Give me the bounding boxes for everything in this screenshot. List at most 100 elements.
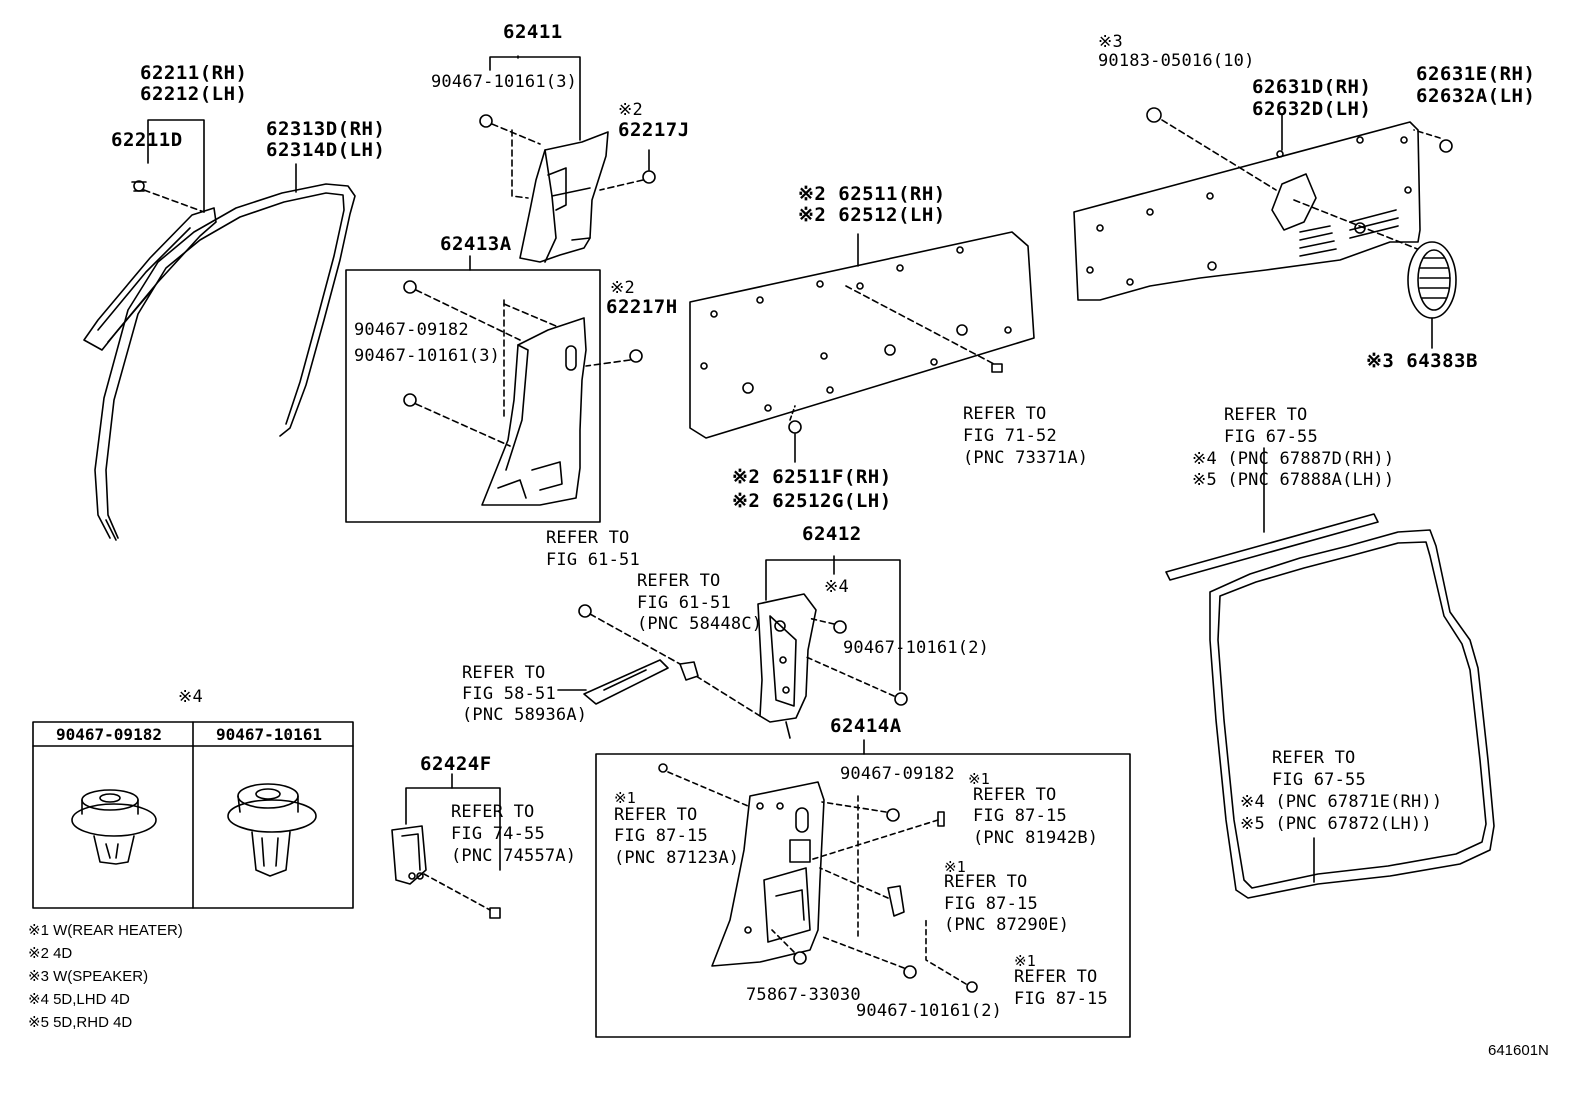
ref-5851-line1: REFER TO (462, 663, 546, 683)
note-3: ※3 W(SPEAKER) (28, 968, 149, 985)
ref-7455-line2: FIG 74-55 (451, 824, 545, 844)
label-62631d: 62631D(RH) (1252, 76, 1372, 98)
ref-6755a-line3: ※4 (PNC 67887D(RH)) (1192, 449, 1395, 469)
spacer-58448c (679, 661, 699, 681)
label-62412: 62412 (802, 523, 862, 545)
label-62414a: 62414A (830, 715, 902, 737)
clip-87123a (658, 763, 749, 807)
mark-90183: ※3 (1098, 32, 1123, 52)
clip-table (32, 721, 354, 909)
clip-62412-b (803, 655, 908, 706)
part-62424f (391, 825, 501, 919)
label-62424f: 62424F (420, 753, 492, 775)
leader-62211 (147, 119, 205, 213)
label-62212: 62212(LH) (140, 83, 248, 105)
clip-line-73371a (845, 285, 995, 365)
mark-87290e: ※1 (944, 858, 966, 876)
box-62414a (595, 753, 1131, 1038)
clip-90467-10161-lower (819, 935, 917, 979)
mark-8715d: ※1 (1014, 952, 1036, 970)
clip-ref-8715-lower (925, 917, 978, 993)
note-1: ※1 W(REAR HEATER) (28, 922, 183, 939)
ref-6151a-line1: REFER TO (546, 528, 630, 548)
label-62631e: 62631E(RH) (1416, 63, 1536, 85)
mark-62217h: ※2 (610, 278, 635, 298)
label-62217j: 62217J (618, 119, 690, 141)
label-90183: 90183-05016(10) (1098, 51, 1255, 71)
note-4: ※4 5D,LHD 4D (28, 991, 130, 1008)
ref-6755a-line2: FIG 67-55 (1224, 427, 1318, 447)
ref-6151b-line2: FIG 61-51 (637, 593, 731, 613)
pillar-garnish-62412 (757, 593, 817, 739)
trim-board-62511 (689, 231, 1035, 439)
label-62511f: ※2 62511F(RH) (732, 466, 892, 488)
label-62211d: 62211D (111, 129, 183, 151)
clip-75867 (771, 929, 807, 965)
ref-8715c-line1: REFER TO (944, 872, 1028, 892)
note-5: ※5 5D,RHD 4D (28, 1014, 133, 1031)
label-90467-10161-3a: 90467-10161(3) (431, 72, 578, 92)
label-90467-09182a: 90467-09182 (354, 320, 469, 340)
ref-8715c-line2: FIG 87-15 (944, 894, 1038, 914)
ref-6755a-line1: REFER TO (1224, 405, 1308, 425)
mark-87123a: ※1 (614, 789, 636, 807)
front-door-weatherstrip (94, 183, 356, 541)
label-90467-10161-2a: 90467-10161(2) (843, 638, 990, 658)
mark-table: ※4 (178, 687, 203, 707)
label-62512g: ※2 62512G(LH) (732, 490, 892, 512)
label-90467-09182b: 90467-09182 (840, 764, 955, 784)
clips-62413a (403, 280, 557, 447)
label-62413a: 62413A (440, 233, 512, 255)
clip-drawing-10161 (227, 783, 317, 877)
ref-5851-line2: FIG 58-51 (462, 684, 556, 704)
mark-62412: ※4 (824, 577, 849, 597)
ref-6755b-line2: FIG 67-55 (1272, 770, 1366, 790)
clip-90183 (1146, 107, 1421, 251)
clip-62217j (599, 149, 656, 191)
ref-7152-line2: FIG 71-52 (963, 426, 1057, 446)
table-header-09182: 90467-09182 (56, 725, 162, 744)
ref-8715b-line1: REFER TO (973, 785, 1057, 805)
ref-7455-line1: REFER TO (451, 802, 535, 822)
leader-62411 (489, 56, 581, 141)
label-90467-10161-3b: 90467-10161(3) (354, 346, 501, 366)
label-62313d: 62313D(RH) (266, 118, 386, 140)
clip-62631e (1413, 129, 1453, 153)
connector-87290e (819, 867, 905, 917)
connector-81942b (809, 811, 945, 861)
clip-90467-10161-upper (479, 114, 541, 199)
ref-6151a-line2: FIG 61-51 (546, 550, 640, 570)
ref-6151b-line1: REFER TO (637, 571, 721, 591)
clip-73371a (991, 363, 1003, 373)
leader-62424f (405, 787, 501, 871)
ref-8715a-line1: REFER TO (614, 805, 698, 825)
ref-8715a-line3: (PNC 87123A) (614, 848, 740, 868)
clip-drawing-09182 (71, 789, 157, 865)
pillar-garnish-62411 (519, 131, 609, 263)
bracket-58936a (557, 659, 669, 705)
ref-6755b-line1: REFER TO (1272, 748, 1356, 768)
clip-62211d (131, 180, 205, 213)
ref-8715d-line1: REFER TO (1014, 967, 1098, 987)
label-62217h: 62217H (606, 296, 678, 318)
front-pillar-garnish (83, 207, 217, 351)
label-90467-10161-2b: 90467-10161(2) (856, 1001, 1003, 1021)
ref-6755b-line3: ※4 (PNC 67871E(RH)) (1240, 792, 1443, 812)
label-62411: 62411 (503, 21, 563, 43)
clip-90467-09182-lower (821, 795, 900, 941)
label-64383b: ※3 64383B (1366, 350, 1478, 372)
ref-8715d-line2: FIG 87-15 (1014, 989, 1108, 1009)
clip-62412-a (774, 617, 847, 634)
leader-62412 (765, 559, 901, 691)
ref-6151b-line3: (PNC 58448C) (637, 614, 763, 634)
bolt-ref-6151 (578, 604, 761, 717)
ref-8715a-line2: FIG 87-15 (614, 826, 708, 846)
clip-62511f (788, 405, 802, 463)
ref-6755b-line4: ※5 (PNC 67872(LH)) (1240, 814, 1432, 834)
ref-7455-line3: (PNC 74557A) (451, 846, 577, 866)
mark-62217j: ※2 (618, 100, 643, 120)
pillar-garnish-62413a (481, 317, 587, 506)
ref-6755a-line4: ※5 (PNC 67888A(LH)) (1192, 470, 1395, 490)
quarter-trim-62414a (711, 781, 825, 967)
